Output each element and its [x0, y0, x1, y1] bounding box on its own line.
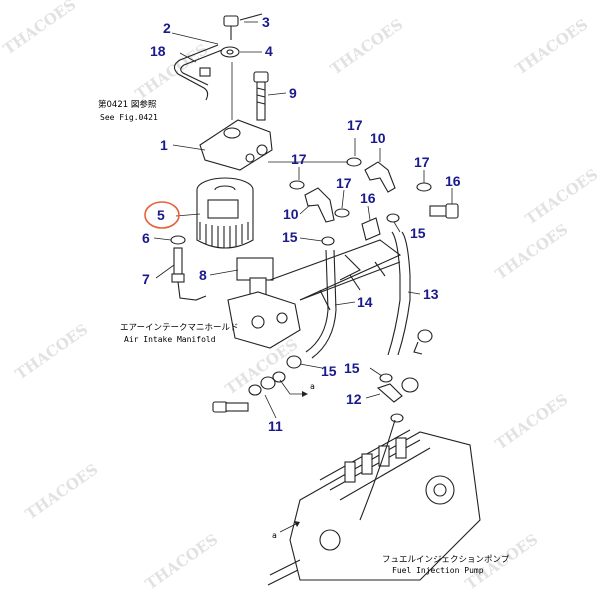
filter-head-1-drawing: [199, 119, 273, 171]
callout-5[interactable]: 5: [157, 207, 165, 223]
callout-15b[interactable]: 15: [410, 225, 426, 241]
callout-17b[interactable]: 17: [291, 151, 307, 167]
watermark-text: THACOES: [512, 15, 591, 78]
manifold-drawing: [269, 239, 402, 311]
connector-drawing: [361, 217, 381, 241]
bolt-3-drawing: [223, 13, 263, 40]
ref-a-arrow-upper: a: [279, 379, 315, 397]
fuel-pump-en-label: Fuel Injection Pump: [392, 566, 484, 575]
callout-3[interactable]: 3: [262, 14, 270, 30]
callout-16[interactable]: 16: [445, 173, 461, 189]
callout-11[interactable]: 11: [268, 418, 283, 434]
ref-a-label: a: [272, 531, 277, 540]
highlight-ring: [144, 201, 180, 229]
callout-10[interactable]: 10: [370, 130, 386, 146]
fuel-injection-pump-drawing: [267, 419, 481, 586]
fuel-pump-jp-label: フュエルインジェクションポンプ: [382, 555, 510, 565]
elbow-fitting-drawing: [413, 329, 433, 355]
bolt-16-drawing: [429, 203, 459, 219]
air-intake-jp-label: エアーインテークマニホールド: [120, 323, 239, 333]
fitting-12-drawing: [376, 377, 419, 423]
callout-numbers: 1 2 3 4 5 6 7 8 9 10 10 11 12 13 14 15 1…: [142, 14, 461, 434]
callout-1[interactable]: 1: [160, 137, 168, 153]
bolt-11-drawing: [212, 371, 286, 413]
callout-13[interactable]: 13: [423, 286, 439, 302]
callout-17c[interactable]: 17: [336, 175, 352, 191]
see-fig-en-label: See Fig.0421: [100, 113, 158, 122]
callout-15d[interactable]: 15: [344, 360, 360, 376]
callout-8[interactable]: 8: [199, 267, 207, 283]
callout-17d[interactable]: 17: [414, 154, 430, 170]
bracket-8-drawing: [227, 257, 301, 349]
see-fig-jp-label: 第0421 図参照: [98, 99, 157, 110]
callout-17[interactable]: 17: [347, 117, 363, 133]
callout-18[interactable]: 18: [150, 43, 166, 59]
callout-16b[interactable]: 16: [360, 190, 376, 206]
callout-4[interactable]: 4: [265, 43, 273, 59]
watermark-text: THACOES: [12, 320, 91, 383]
hose-13-drawing: [387, 231, 411, 356]
callout-15[interactable]: 15: [282, 229, 298, 245]
watermark-text: THACOES: [492, 220, 571, 283]
callout-7[interactable]: 7: [142, 271, 150, 287]
watermark-text: THACOES: [0, 0, 79, 58]
watermark-text: THACOES: [327, 15, 406, 78]
ref-a-arrow-lower: a: [272, 521, 300, 540]
tube-18-drawing: [173, 44, 223, 101]
callout-9[interactable]: 9: [289, 85, 297, 101]
callout-10b[interactable]: 10: [283, 206, 299, 222]
ref-a-label: a: [310, 382, 315, 391]
callout-12[interactable]: 12: [346, 391, 362, 407]
gasket-17-drawing: [289, 157, 432, 218]
leader-lines: [153, 21, 453, 419]
callout-2[interactable]: 2: [163, 20, 171, 36]
gasket-6-drawing: [170, 235, 186, 245]
watermark-text: THACOES: [142, 530, 221, 593]
callout-14[interactable]: 14: [357, 294, 373, 310]
filter-cartridge-5-drawing: [196, 177, 254, 249]
callout-6[interactable]: 6: [142, 230, 150, 246]
watermark-text: THACOES: [132, 40, 211, 103]
watermark-text: THACOES: [22, 460, 101, 523]
air-intake-en-label: Air Intake Manifold: [124, 335, 216, 344]
gasket-15-drawing: [286, 213, 400, 383]
reference-labels: 第0421 図参照 See Fig.0421 エアーインテークマニホールド Ai…: [98, 99, 510, 575]
fitting-10-drawing: [304, 161, 396, 223]
watermark-text: THACOES: [522, 165, 600, 228]
bolt-9-drawing: [253, 71, 269, 121]
sensor-7-drawing: [171, 247, 207, 301]
hose-14-drawing: [305, 249, 337, 359]
watermark-text: THACOES: [492, 390, 571, 453]
washer-4-drawing: [220, 46, 240, 58]
callout-15c[interactable]: 15: [321, 363, 337, 379]
